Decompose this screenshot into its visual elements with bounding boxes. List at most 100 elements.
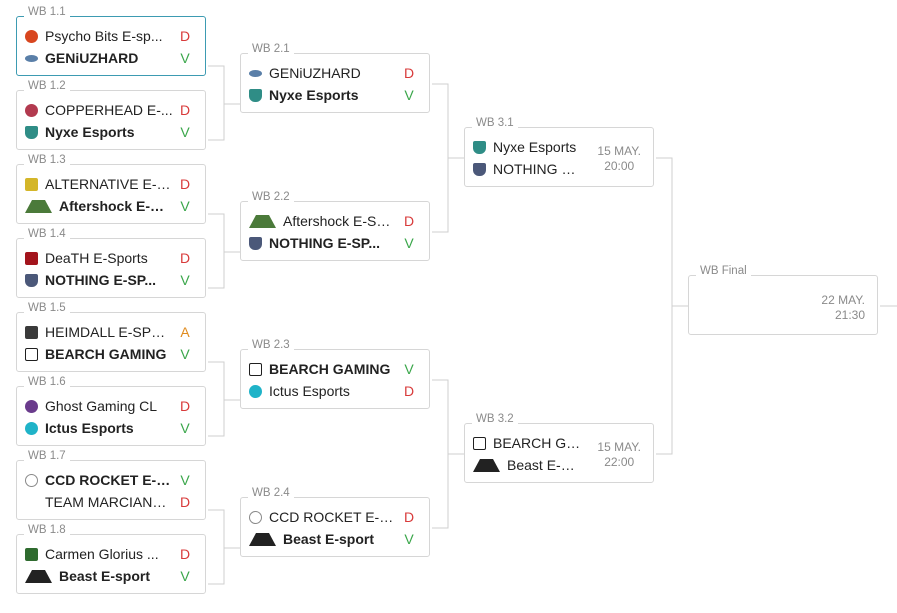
- match-schedule: 15 MAY.20:00: [597, 144, 641, 174]
- team-name: Nyxe Esports: [269, 87, 359, 103]
- match-card[interactable]: BEARCH GA...Beast E-sport15 MAY.22:00: [464, 423, 654, 483]
- team-row[interactable]: HEIMDALL E-SPO...A: [25, 322, 191, 342]
- match-result: D: [179, 102, 191, 118]
- beast-logo-icon: [249, 532, 276, 546]
- match-date-label: 15 MAY.: [597, 144, 641, 158]
- team-row[interactable]: ALTERNATIVE E-E...D: [25, 174, 191, 194]
- team-name: Carmen Glorius ...: [45, 546, 159, 562]
- aftershock-logo-icon: [249, 214, 276, 228]
- team-name: COPPERHEAD E-...: [45, 102, 173, 118]
- match-date-label: 15 MAY.: [597, 440, 641, 454]
- match-id-label: WB 3.2: [472, 413, 518, 425]
- team-name: Ictus Esports: [269, 383, 350, 399]
- team-row[interactable]: NOTHING E-...: [473, 159, 581, 179]
- team-row[interactable]: NOTHING E-SP...V: [25, 270, 191, 290]
- team-name: Psycho Bits E-sp...: [45, 28, 163, 44]
- team-row[interactable]: Psycho Bits E-sp... D: [25, 26, 191, 46]
- team-row[interactable]: Nyxe Esports: [473, 137, 581, 157]
- team-row[interactable]: CCD ROCKET E-S...V: [25, 470, 191, 490]
- ghost-gaming-logo-icon: [25, 399, 38, 413]
- team-name: Ictus Esports: [45, 420, 134, 436]
- team-row[interactable]: Beast E-sport V: [25, 566, 191, 586]
- bearch-logo-icon: [249, 362, 262, 376]
- match-result: D: [179, 28, 191, 44]
- death-logo-icon: [25, 251, 38, 265]
- team-row[interactable]: Aftershock E-Sp... V: [25, 196, 191, 216]
- match-result: V: [404, 531, 414, 547]
- team-row[interactable]: COPPERHEAD E-... D: [25, 100, 191, 120]
- match-id-label: WB 3.1: [472, 117, 518, 129]
- team-row[interactable]: Aftershock E-Spo...D: [249, 211, 415, 231]
- team-row[interactable]: BEARCH GA...: [473, 433, 581, 453]
- match-result: V: [180, 346, 190, 362]
- match-id-label: WB 2.3: [248, 339, 294, 351]
- team-row[interactable]: BEARCH GAMING V: [249, 359, 415, 379]
- team-name: CCD ROCKET E-S...: [269, 509, 397, 525]
- nothing-logo-icon: [25, 273, 38, 287]
- match-card[interactable]: ALTERNATIVE E-E...D Aftershock E-Sp... V: [16, 164, 206, 224]
- psycho-bits-logo-icon: [25, 29, 38, 43]
- carmen-glorius-logo-icon: [25, 547, 38, 561]
- match-result: D: [403, 509, 415, 525]
- nyxe-logo-icon: [473, 140, 486, 154]
- match-id-label: WB Final: [696, 265, 751, 277]
- match-id-label: WB 2.4: [248, 487, 294, 499]
- match-result: D: [179, 546, 191, 562]
- match-result: D: [179, 250, 191, 266]
- match-schedule: 22 MAY.21:30: [821, 293, 865, 323]
- copperhead-logo-icon: [25, 103, 38, 117]
- match-result: V: [180, 568, 190, 584]
- nothing-logo-icon: [473, 162, 486, 176]
- match-result: V: [404, 361, 414, 377]
- team-row[interactable]: NOTHING E-SP...V: [249, 233, 415, 253]
- team-name: BEARCH GAMING: [269, 361, 391, 377]
- team-name: Ghost Gaming CL: [45, 398, 158, 414]
- team-row[interactable]: Beast E-sport: [473, 455, 581, 475]
- match-result: D: [403, 65, 415, 81]
- team-name: NOTHING E-SP...: [45, 272, 156, 288]
- beast-logo-icon: [473, 458, 500, 472]
- team-row[interactable]: Carmen Glorius ... D: [25, 544, 191, 564]
- match-card[interactable]: 22 MAY.21:30: [688, 275, 878, 335]
- geniuzhard-logo-icon: [25, 54, 38, 62]
- match-id-label: WB 1.5: [24, 302, 70, 314]
- connector-wb2-1-2: [432, 83, 465, 233]
- alternative-logo-icon: [25, 177, 38, 191]
- geniuzhard-logo-icon: [249, 69, 262, 77]
- team-row[interactable]: CCD ROCKET E-S... D: [249, 507, 415, 527]
- team-name: CCD ROCKET E-S...: [45, 472, 173, 488]
- match-id-label: WB 1.8: [24, 524, 70, 536]
- match-result: V: [180, 198, 190, 214]
- match-result: V: [404, 235, 414, 251]
- team-name: NOTHING E-...: [493, 161, 581, 177]
- team-name: Beast E-sport: [507, 457, 581, 473]
- team-name: Aftershock E-Sp...: [59, 198, 173, 214]
- match-card[interactable]: Carmen Glorius ... D Beast E-sport V: [16, 534, 206, 594]
- team-name: Beast E-sport: [59, 568, 151, 584]
- match-result: V: [180, 124, 190, 140]
